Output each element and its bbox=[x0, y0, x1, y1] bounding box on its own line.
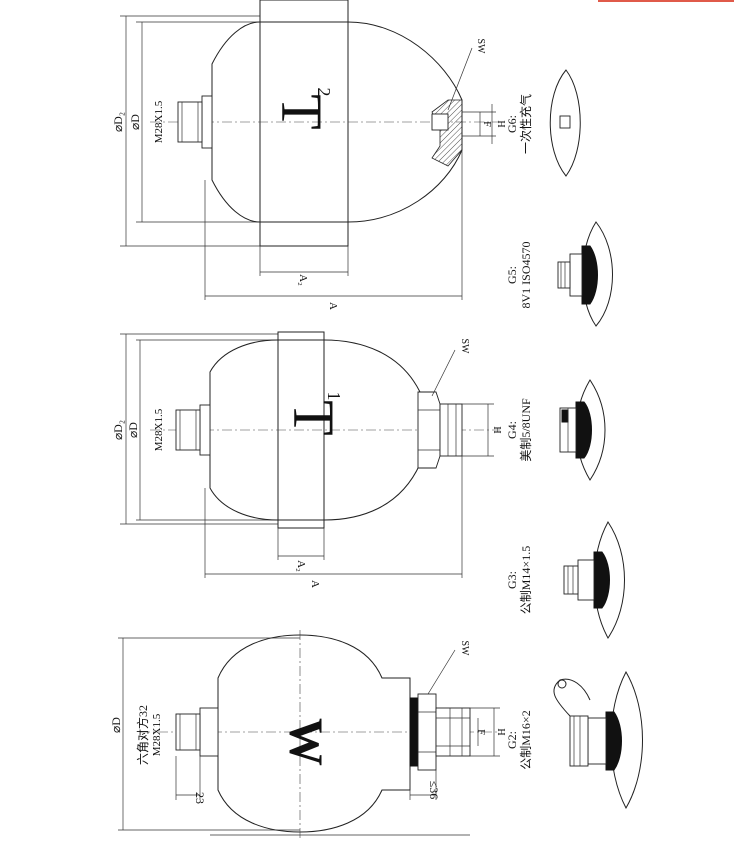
w-f-label: F bbox=[475, 729, 486, 735]
w-dim-23: 23 bbox=[193, 792, 207, 804]
w-model-letter: W bbox=[279, 718, 332, 766]
valve-g2-spec: 公制M16×2 bbox=[519, 710, 533, 769]
type-w-view bbox=[118, 630, 500, 838]
type-t2-view bbox=[120, 0, 500, 300]
t1-a2-label: A₂ bbox=[295, 560, 307, 572]
w-hex-label: 六角对方32 bbox=[135, 705, 150, 765]
valve-g5 bbox=[557, 221, 613, 327]
t1-d-label: ⌀D bbox=[126, 422, 140, 438]
w-dim-36: ≤36 bbox=[427, 781, 441, 800]
valve-g6 bbox=[549, 69, 581, 177]
t1-h-label: H bbox=[491, 426, 502, 433]
valve-g2 bbox=[553, 670, 643, 810]
t1-d2-label: ⌀D₂ bbox=[111, 420, 125, 440]
t2-f-label: F bbox=[481, 121, 492, 127]
t2-thread-label: M28X1.5 bbox=[153, 100, 165, 143]
t2-d-label: ⌀D bbox=[128, 114, 142, 130]
valve-g2-code: G2: bbox=[505, 731, 519, 749]
valve-details bbox=[549, 69, 643, 810]
t1-sw-label: SW bbox=[459, 339, 470, 355]
valve-g6-code: G6: bbox=[505, 115, 519, 133]
w-thread-label: M28X1.5 bbox=[151, 713, 163, 756]
w-diameter-label: ⌀D bbox=[109, 717, 123, 733]
valve-g5-code: G5: bbox=[505, 266, 519, 284]
t2-h-label: H bbox=[495, 120, 506, 127]
t2-d2-label: ⌀D₂ bbox=[111, 112, 125, 132]
t2-sw-label: SW bbox=[475, 39, 486, 55]
valve-g4-spec: 美制5/8UNF bbox=[519, 398, 533, 462]
t2-a-label: A bbox=[327, 302, 339, 310]
t1-model-index: 1 bbox=[324, 392, 344, 401]
top-accent-line bbox=[598, 0, 734, 2]
valve-g4-code: G4: bbox=[505, 421, 519, 439]
w-h-label: H bbox=[495, 728, 506, 735]
t2-model-index: 2 bbox=[314, 88, 334, 97]
t2-a2-label: A₂ bbox=[297, 274, 309, 286]
t1-model-letter: T bbox=[281, 400, 346, 435]
type-t1-view bbox=[120, 331, 500, 578]
valve-g3-spec: 公制M14×1.5 bbox=[519, 546, 533, 614]
t1-a-label: A bbox=[309, 580, 321, 588]
t2-model-letter: T bbox=[269, 94, 334, 129]
valve-g3 bbox=[563, 521, 625, 639]
valve-g3-code: G3: bbox=[505, 571, 519, 589]
valve-g4 bbox=[559, 379, 606, 481]
t1-thread-label: M28X1.5 bbox=[153, 408, 165, 451]
valve-g6-spec: 一次性充气 bbox=[518, 94, 533, 154]
valve-g5-spec: 8V1 ISO4570 bbox=[519, 241, 533, 308]
w-sw-label: SW bbox=[459, 641, 470, 657]
